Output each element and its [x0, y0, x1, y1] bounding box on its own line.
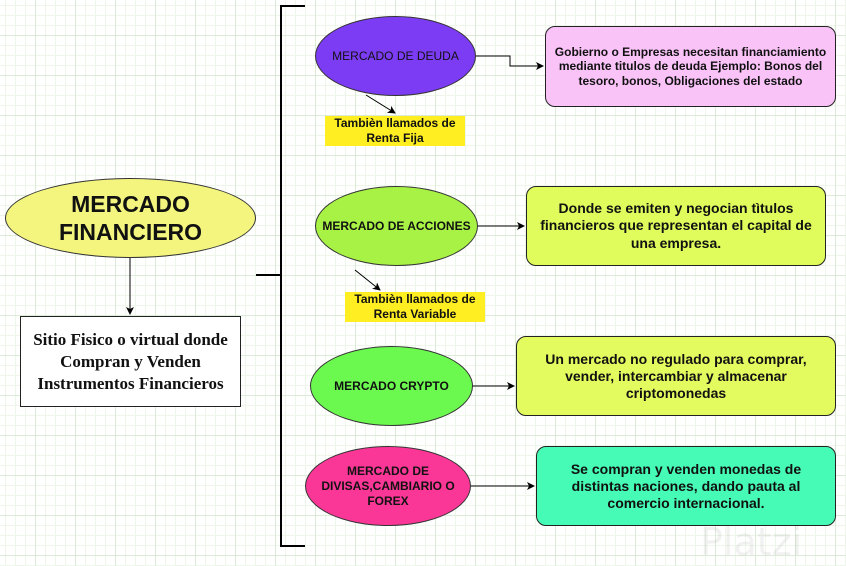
market-divisas[interactable]: MERCADO DE DIVISAS,CAMBIARIO O FOREX [305, 446, 471, 526]
market-crypto[interactable]: MERCADO CRYPTO [310, 346, 473, 426]
market-acciones-note[interactable]: Tambièn llamados de Renta Variable [345, 292, 485, 322]
market-deuda[interactable]: MERCADO DE DEUDA [315, 16, 476, 96]
market-acciones-description-text: Donde se emiten y negocian tìtulos finan… [540, 199, 812, 251]
market-deuda-description-text: Gobierno o Empresas necesitan financiami… [554, 44, 827, 88]
watermark-text: Platzi [700, 520, 803, 564]
root-title: MERCADO FINANCIERO [58, 191, 203, 245]
market-deuda-description[interactable]: Gobierno o Empresas necesitan financiami… [545, 26, 836, 107]
bracket [280, 5, 305, 547]
market-divisas-label: MERCADO DE DIVISAS,CAMBIARIO O FOREX [321, 463, 455, 508]
market-acciones[interactable]: MERCADO DE ACCIONES [315, 186, 478, 266]
market-deuda-label: MERCADO DE DEUDA [332, 49, 459, 63]
market-acciones-label: MERCADO DE ACCIONES [322, 219, 471, 233]
arrow-acciones-note [354, 269, 381, 291]
market-divisas-description[interactable]: Se compran y venden monedas de distintas… [536, 446, 836, 526]
arrow-deuda-desc [476, 55, 544, 70]
market-acciones-note-text: Tambièn llamados de Renta Variable [354, 292, 476, 321]
market-acciones-description[interactable]: Donde se emiten y negocian tìtulos finan… [526, 186, 826, 266]
root-node[interactable]: MERCADO FINANCIERO [5, 178, 256, 258]
definition-text: Sitio Fisico o virtual donde Compran y V… [33, 329, 228, 393]
definition-box[interactable]: Sitio Fisico o virtual donde Compran y V… [20, 316, 241, 407]
platzi-watermark: Platzi [700, 520, 802, 564]
market-crypto-description[interactable]: Un mercado no regulado para comprar, ven… [516, 336, 836, 416]
market-crypto-description-text: Un mercado no regulado para comprar, ven… [545, 350, 807, 401]
market-deuda-note-text: Tambièn llamados de Renta Fija [334, 116, 456, 145]
arrow-deuda-note [365, 94, 396, 114]
market-divisas-description-text: Se compran y venden monedas de distintas… [570, 460, 802, 511]
market-crypto-label: MERCADO CRYPTO [334, 379, 449, 393]
market-deuda-note[interactable]: Tambièn llamados de Renta Fija [325, 116, 465, 146]
